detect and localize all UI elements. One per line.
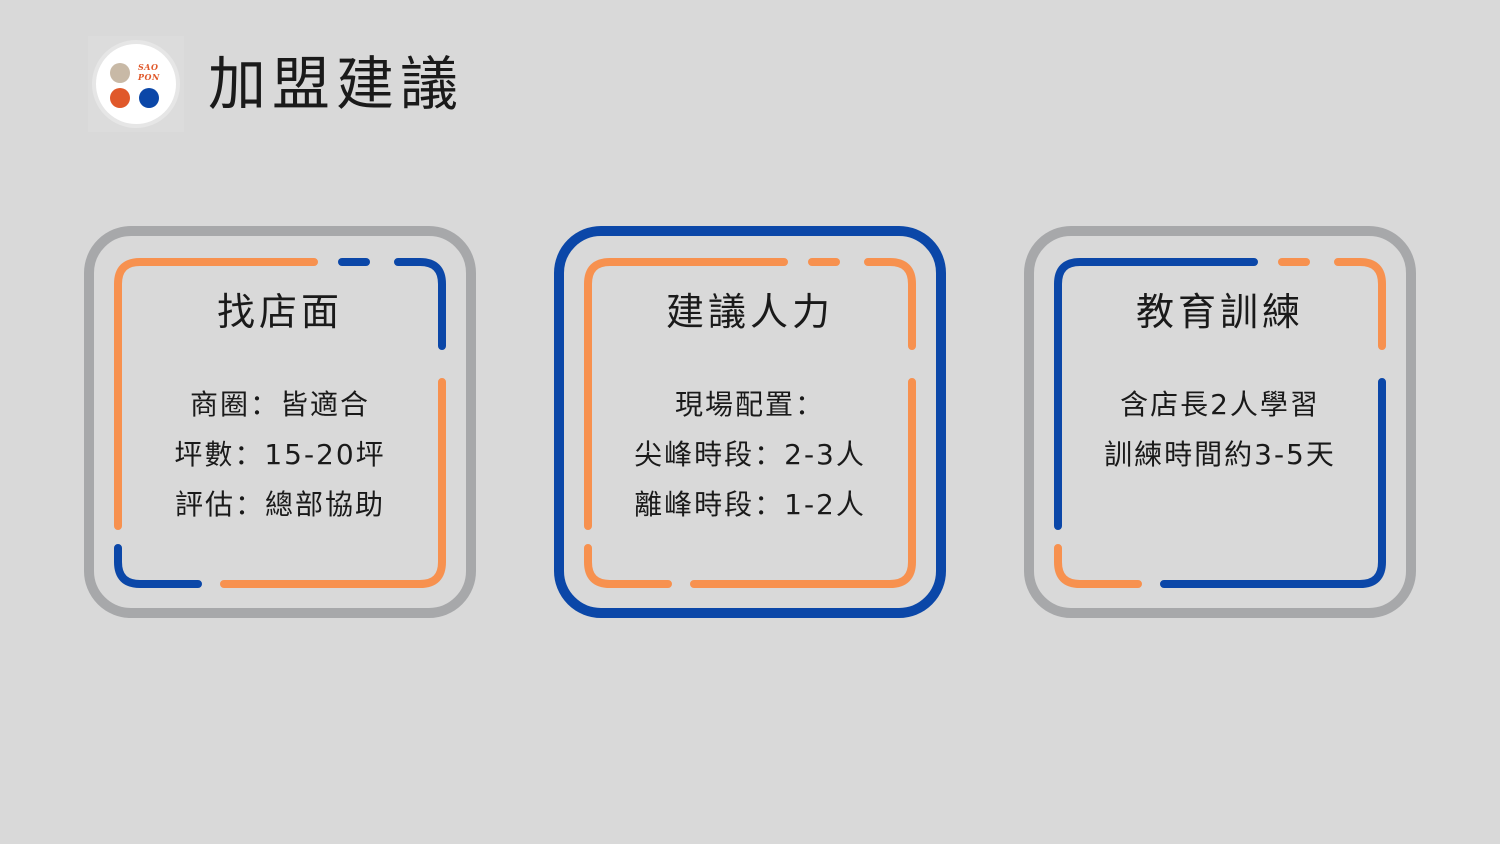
card-title-find-store: 找店面 (216, 290, 343, 334)
card-line: 訓練時間約3-5天 (1104, 438, 1336, 471)
card-line: 商圈：皆適合 (189, 388, 370, 421)
header: SAO PON 加盟建議 (88, 36, 464, 132)
card-line: 尖峰時段：2-3人 (634, 438, 866, 471)
card-frame (1024, 226, 1416, 618)
card-line: 離峰時段：1-2人 (634, 488, 866, 521)
card-frame (84, 226, 476, 618)
page-title: 加盟建議 (208, 50, 465, 118)
card-line: 評估：總部協助 (174, 488, 385, 521)
logo-text: SAO PON (138, 62, 160, 82)
card-training (1024, 226, 1416, 618)
card-body-find-store: 商圈：皆適合 坪數：15-20坪 評估：總部協助 (84, 380, 476, 530)
card-line: 現場配置： (674, 388, 825, 421)
card-body-staffing: 現場配置： 尖峰時段：2-3人 離峰時段：1-2人 (554, 380, 946, 530)
card-title-training: 教育訓練 (1135, 290, 1304, 334)
card-body-training: 含店長2人學習 訓練時間約3-5天 (1024, 380, 1416, 480)
card-staffing (554, 226, 946, 618)
card-line: 含店長2人學習 (1120, 388, 1320, 421)
card-frame (554, 226, 946, 618)
card-find-store (84, 226, 476, 618)
brand-logo: SAO PON (88, 36, 184, 132)
card-line: 坪數：15-20坪 (174, 438, 386, 471)
card-title-staffing: 建議人力 (665, 290, 834, 334)
